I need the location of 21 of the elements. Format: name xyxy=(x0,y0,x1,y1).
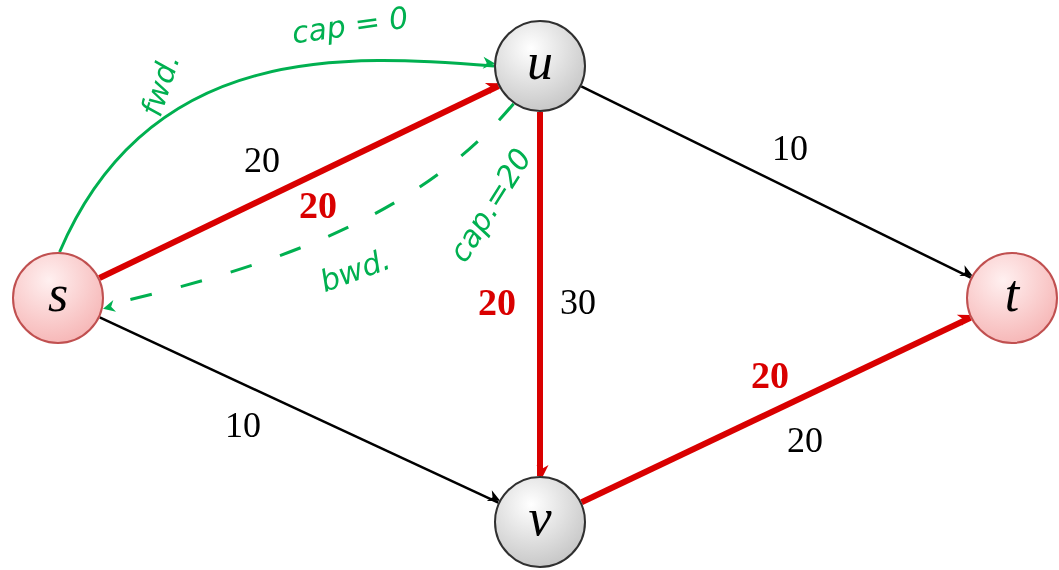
node-label: t xyxy=(1004,268,1020,324)
edge-label: 20 xyxy=(244,139,280,182)
edge-label: 10 xyxy=(225,404,261,447)
flow-value: 20 xyxy=(299,182,337,228)
handwritten-note: fwd. xyxy=(132,48,188,123)
arrow xyxy=(580,85,973,279)
edge-label: 10 xyxy=(772,127,808,170)
node-label: s xyxy=(47,268,69,324)
flow-value: 20 xyxy=(478,279,516,325)
edge-label: cap = 0 xyxy=(288,0,412,53)
flow-value: 20 xyxy=(751,352,789,398)
arrow xyxy=(580,314,972,505)
arrow xyxy=(58,56,496,253)
handwritten-note: bwd. xyxy=(314,240,396,301)
arrow xyxy=(99,316,501,504)
arrow xyxy=(536,112,549,477)
node-label: v xyxy=(528,492,552,548)
edge-label: 30 xyxy=(560,281,596,324)
node-label: u xyxy=(527,36,553,92)
edge-label: 20 xyxy=(787,419,823,462)
arrow xyxy=(98,83,500,281)
